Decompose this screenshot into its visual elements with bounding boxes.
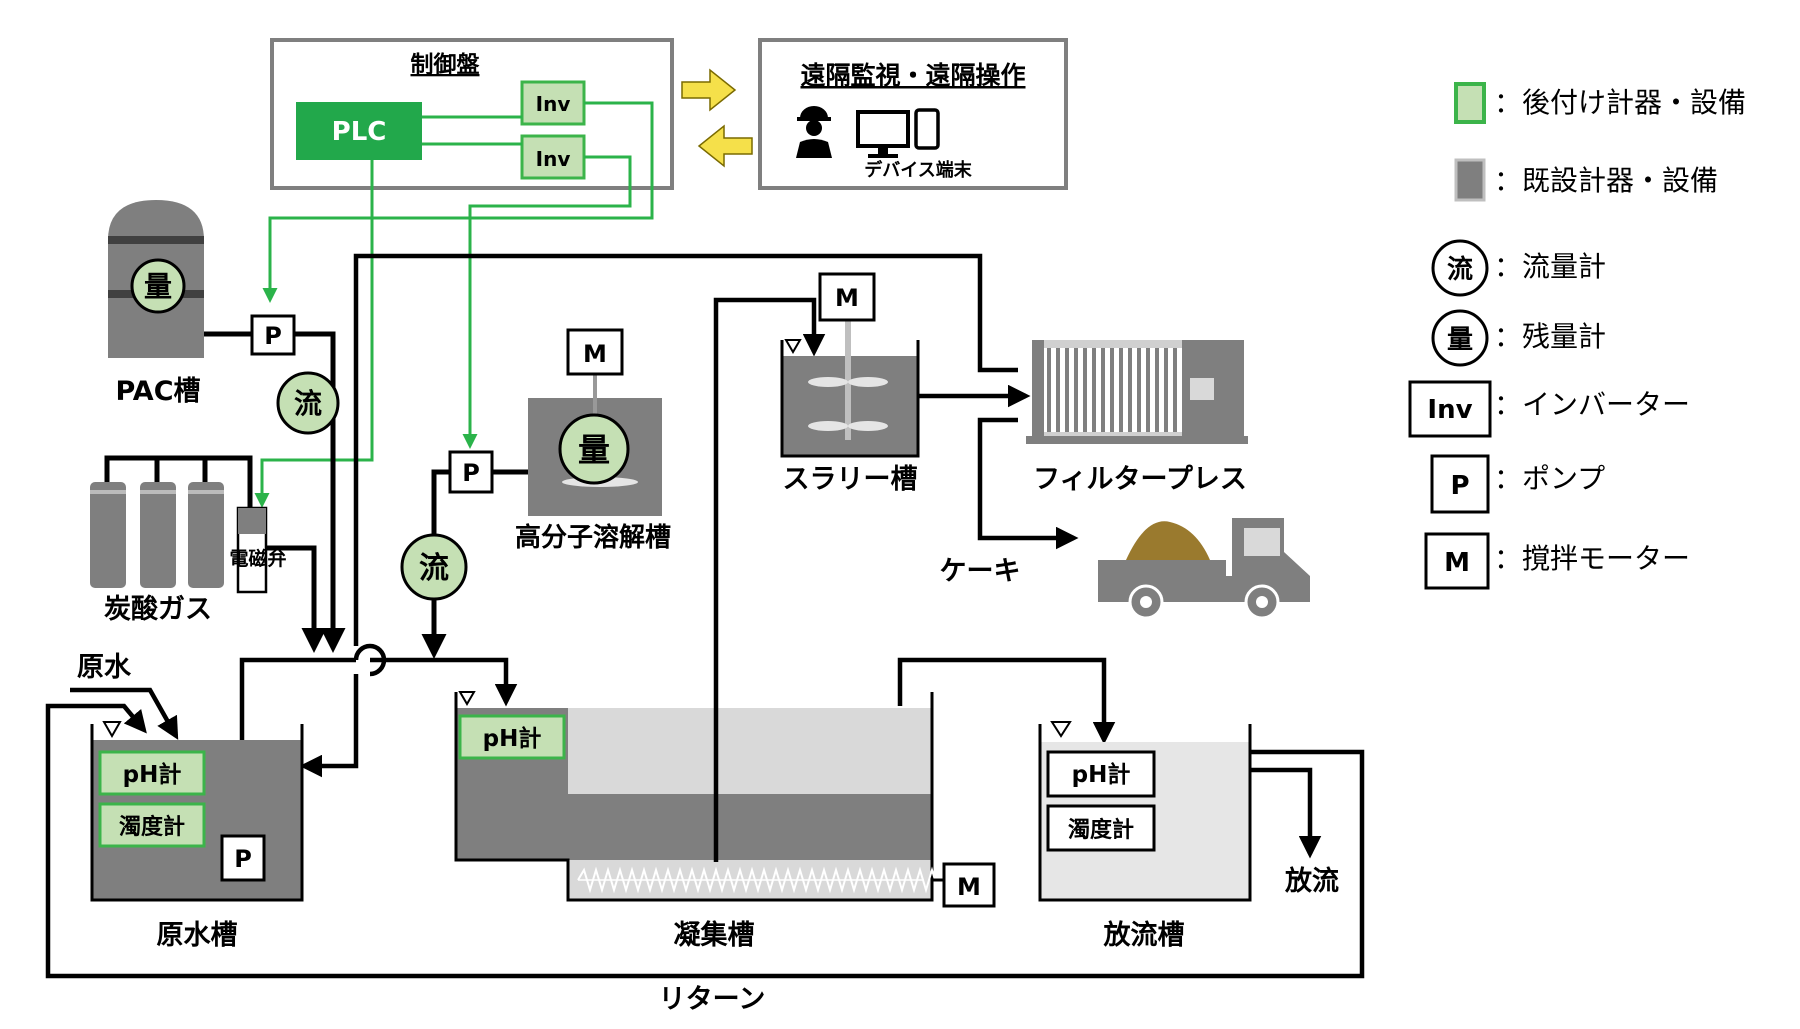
- legend-retrofit-label: ：後付け計器・設備: [1494, 86, 1746, 119]
- pac-flow-label: 流: [294, 387, 322, 420]
- raw-tank-label: 原水槽: [157, 920, 238, 951]
- worker-icon: [796, 106, 832, 158]
- raw-pump: [220, 834, 266, 882]
- filter-press: フィルタープレス: [1026, 340, 1248, 495]
- polymer-level-label: 量: [578, 431, 610, 469]
- pac-tank: 量 PAC槽: [108, 200, 204, 407]
- raw-pump-label: P: [234, 845, 252, 873]
- legend-pump-symbol: [1430, 454, 1490, 514]
- polymer-pump: P: [448, 450, 494, 494]
- raw-water-label: 原水: [77, 652, 132, 683]
- co2-label: 炭酸ガス: [104, 594, 212, 625]
- remote-panel: 遠隔監視・遠隔操作 デバイス端末: [758, 38, 1068, 190]
- legend-inverter-symbol-label: Inv: [1427, 395, 1472, 425]
- raw-turbidity-label: 濁度計: [119, 814, 185, 840]
- inverter-box-2: [520, 134, 586, 180]
- monitor-icon: [856, 110, 910, 158]
- polymer-pump-label: P: [462, 459, 480, 487]
- filter-press-label: フィルタープレス: [1033, 464, 1247, 495]
- legend-pump-symbol-label: P: [1450, 471, 1469, 501]
- raw-water-tank: pH計 濁度計 P 原水 原水槽: [77, 652, 304, 951]
- legend: ：後付け計器・設備 ：既設計器・設備 流 ：流量計 量 ：残量計 Inv ：イン…: [1408, 82, 1746, 590]
- slurry-motor: [818, 272, 876, 322]
- discharge-piping: [1250, 767, 1322, 859]
- signal-lines: [254, 101, 654, 508]
- discharge-label: 放流: [1284, 865, 1339, 897]
- polymer-motor-label: M: [583, 340, 607, 368]
- discharge-turbidity-label: 濁度計: [1068, 817, 1134, 843]
- legend-inverter-symbol: [1408, 380, 1492, 438]
- polymer-flow-meter: 流: [400, 533, 468, 601]
- cake-label: ケーキ: [940, 556, 1021, 587]
- polymer-tank: M 量 高分子溶解槽: [515, 328, 671, 553]
- phone-icon: [914, 108, 940, 150]
- truck-icon: [1098, 518, 1310, 620]
- remote-title: 遠隔監視・遠隔操作: [800, 61, 1025, 90]
- legend-level-symbol-label: 量: [1447, 325, 1473, 355]
- polymer-tank-label: 高分子溶解槽: [515, 522, 671, 553]
- discharge-tank: pH計 濁度計 放流槽: [1038, 721, 1252, 951]
- slurry-tank-label: スラリー槽: [783, 464, 918, 495]
- legend-level-label: ：残量計: [1494, 320, 1606, 353]
- control-panel: 制御盤 PLC Inv Inv: [270, 38, 674, 190]
- legend-flow-label: ：流量計: [1494, 250, 1606, 283]
- polymer-motor: [566, 328, 624, 376]
- legend-motor-label: ：撹拌モーター: [1494, 542, 1690, 575]
- solenoid-label: 電磁弁: [229, 547, 286, 570]
- pac-flow-meter: 流: [276, 371, 340, 435]
- legend-motor-symbol: [1424, 532, 1490, 590]
- polymer-level-gauge: [558, 413, 630, 485]
- pac-piping: [204, 331, 346, 653]
- slurry-piping: [918, 384, 1079, 550]
- discharge-ph-meter: [1046, 750, 1156, 798]
- coag-motor: [942, 862, 996, 908]
- legend-flow-symbol-label: 流: [1447, 255, 1473, 285]
- polymer-flow-label: 流: [419, 551, 449, 586]
- pac-pump-label: P: [264, 322, 282, 350]
- inverter-label-1: Inv: [536, 92, 571, 116]
- pac-pump: P: [250, 314, 296, 356]
- coag-motor-label: M: [957, 873, 981, 901]
- legend-level-symbol: [1431, 309, 1489, 367]
- legend-pump-label: ：ポンプ: [1494, 462, 1605, 495]
- device-label: デバイス端末: [864, 159, 972, 181]
- legend-flow-symbol: [1431, 239, 1489, 297]
- sludge-piping: [713, 297, 1116, 862]
- pac-level-label: 量: [144, 270, 172, 303]
- pac-level-gauge: [130, 258, 186, 314]
- discharge-turbidity-meter: [1046, 804, 1156, 852]
- raw-ph-meter: [98, 750, 206, 796]
- pac-tank-label: PAC槽: [115, 376, 200, 407]
- slurry-motor-label: M: [835, 284, 859, 312]
- inverter-box-1: [520, 80, 586, 126]
- legend-motor-symbol-label: M: [1444, 548, 1470, 578]
- return-label: リターン: [659, 984, 766, 1015]
- solenoid-valve: 電磁弁: [229, 506, 287, 594]
- raw-ph-label: pH計: [123, 761, 182, 788]
- legend-existing-swatch: [1454, 158, 1486, 202]
- inverter-label-2: Inv: [536, 147, 571, 171]
- control-panel-title: 制御盤: [411, 51, 481, 78]
- co2-piping: [266, 545, 327, 653]
- raw-turbidity-meter: [98, 802, 206, 848]
- coagulation-tank: M pH計 凝集槽: [454, 691, 996, 951]
- remote-link-arrows: [681, 68, 753, 168]
- legend-inverter-label: ：インバーター: [1494, 388, 1690, 421]
- legend-retrofit-swatch: [1454, 82, 1486, 124]
- coag-tank-label: 凝集槽: [674, 919, 755, 951]
- plc-label: PLC: [332, 117, 387, 147]
- plc-box: [296, 102, 422, 160]
- legend-existing-label: ：既設計器・設備: [1494, 164, 1718, 197]
- coag-ph-meter: [458, 714, 566, 760]
- screw-conveyor: [577, 866, 987, 894]
- discharge-ph-label: pH計: [1072, 761, 1131, 788]
- coag-ph-label: pH計: [483, 725, 542, 752]
- co2-cylinders: 炭酸ガス: [90, 455, 253, 625]
- slurry-tank: M スラリー槽: [780, 272, 920, 495]
- discharge-tank-label: 放流槽: [1103, 919, 1185, 951]
